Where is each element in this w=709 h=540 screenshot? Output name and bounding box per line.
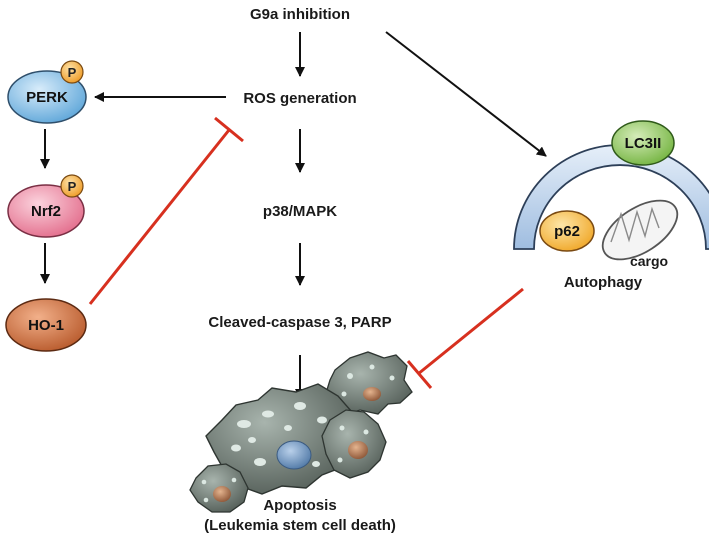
- perk-phospho-label: P: [68, 65, 77, 80]
- arrow-g9a-to-autophagy: [385, 31, 547, 157]
- nrf2-phospho-label: P: [68, 179, 77, 194]
- ho1-label: HO-1: [28, 317, 64, 334]
- apoptotic-cell-cluster-icon: [189, 351, 413, 513]
- nrf2-phospho-badge: P: [60, 174, 84, 198]
- apoptosis-label: Apoptosis: [263, 497, 336, 514]
- g9a-inhibition-label: G9a inhibition: [250, 6, 350, 23]
- nrf2-label: Nrf2: [31, 203, 61, 220]
- lc3ii-label: LC3II: [625, 135, 662, 152]
- cargo-label: cargo: [630, 253, 668, 269]
- p62-label: p62: [554, 223, 580, 240]
- p38-mapk-label: p38/MAPK: [263, 203, 337, 220]
- perk-label: PERK: [26, 89, 68, 106]
- inhibit-ho1-to-ros: [88, 116, 244, 305]
- autophagy-label: Autophagy: [564, 274, 643, 291]
- perk-node: PERK: [7, 70, 87, 124]
- p62-node: p62: [539, 210, 595, 252]
- inhibit-autophagy-to-apoptosis: [406, 287, 524, 389]
- cleaved-caspase-label: Cleaved-caspase 3, PARP: [208, 314, 391, 331]
- nrf2-node: Nrf2: [7, 184, 85, 238]
- mitochondrion-cargo-icon: [601, 199, 679, 261]
- apoptosis-sublabel: (Leukemia stem cell death): [204, 517, 396, 534]
- perk-phospho-badge: P: [60, 60, 84, 84]
- ho1-node: HO-1: [5, 298, 87, 352]
- lc3ii-node: LC3II: [611, 120, 675, 166]
- ros-generation-label: ROS generation: [243, 90, 356, 107]
- autophagosome-membrane-icon: [513, 144, 709, 250]
